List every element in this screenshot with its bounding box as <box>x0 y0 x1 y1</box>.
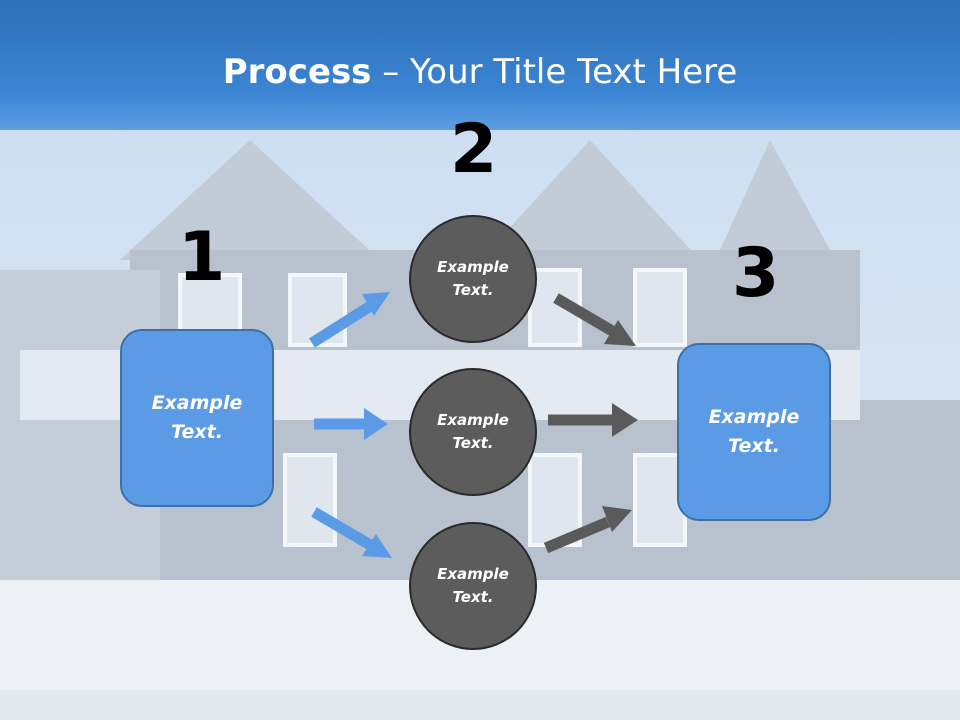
circle-top-line1: Example <box>437 258 509 276</box>
circle-middle-line1: Example <box>437 411 509 429</box>
right-box-line2: Text. <box>728 435 780 457</box>
page-title: Process – Your Title Text Here <box>0 52 960 92</box>
title-rest: – Your Title Text Here <box>371 52 738 92</box>
left-box-line2: Text. <box>171 421 223 443</box>
circle-top-line2: Text. <box>452 281 494 299</box>
step-number-3: 3 <box>732 234 780 313</box>
circle-bottom-line1: Example <box>437 565 509 583</box>
title-band <box>0 0 960 130</box>
right-box-line1: Example <box>708 406 800 428</box>
circle-middle-line2: Text. <box>452 434 494 452</box>
step-number-2: 2 <box>450 110 498 189</box>
step-number-1: 1 <box>178 218 226 297</box>
left-box-line1: Example <box>151 392 243 414</box>
circle-bottom-line2: Text. <box>452 588 494 606</box>
title-bold: Process <box>222 52 372 92</box>
